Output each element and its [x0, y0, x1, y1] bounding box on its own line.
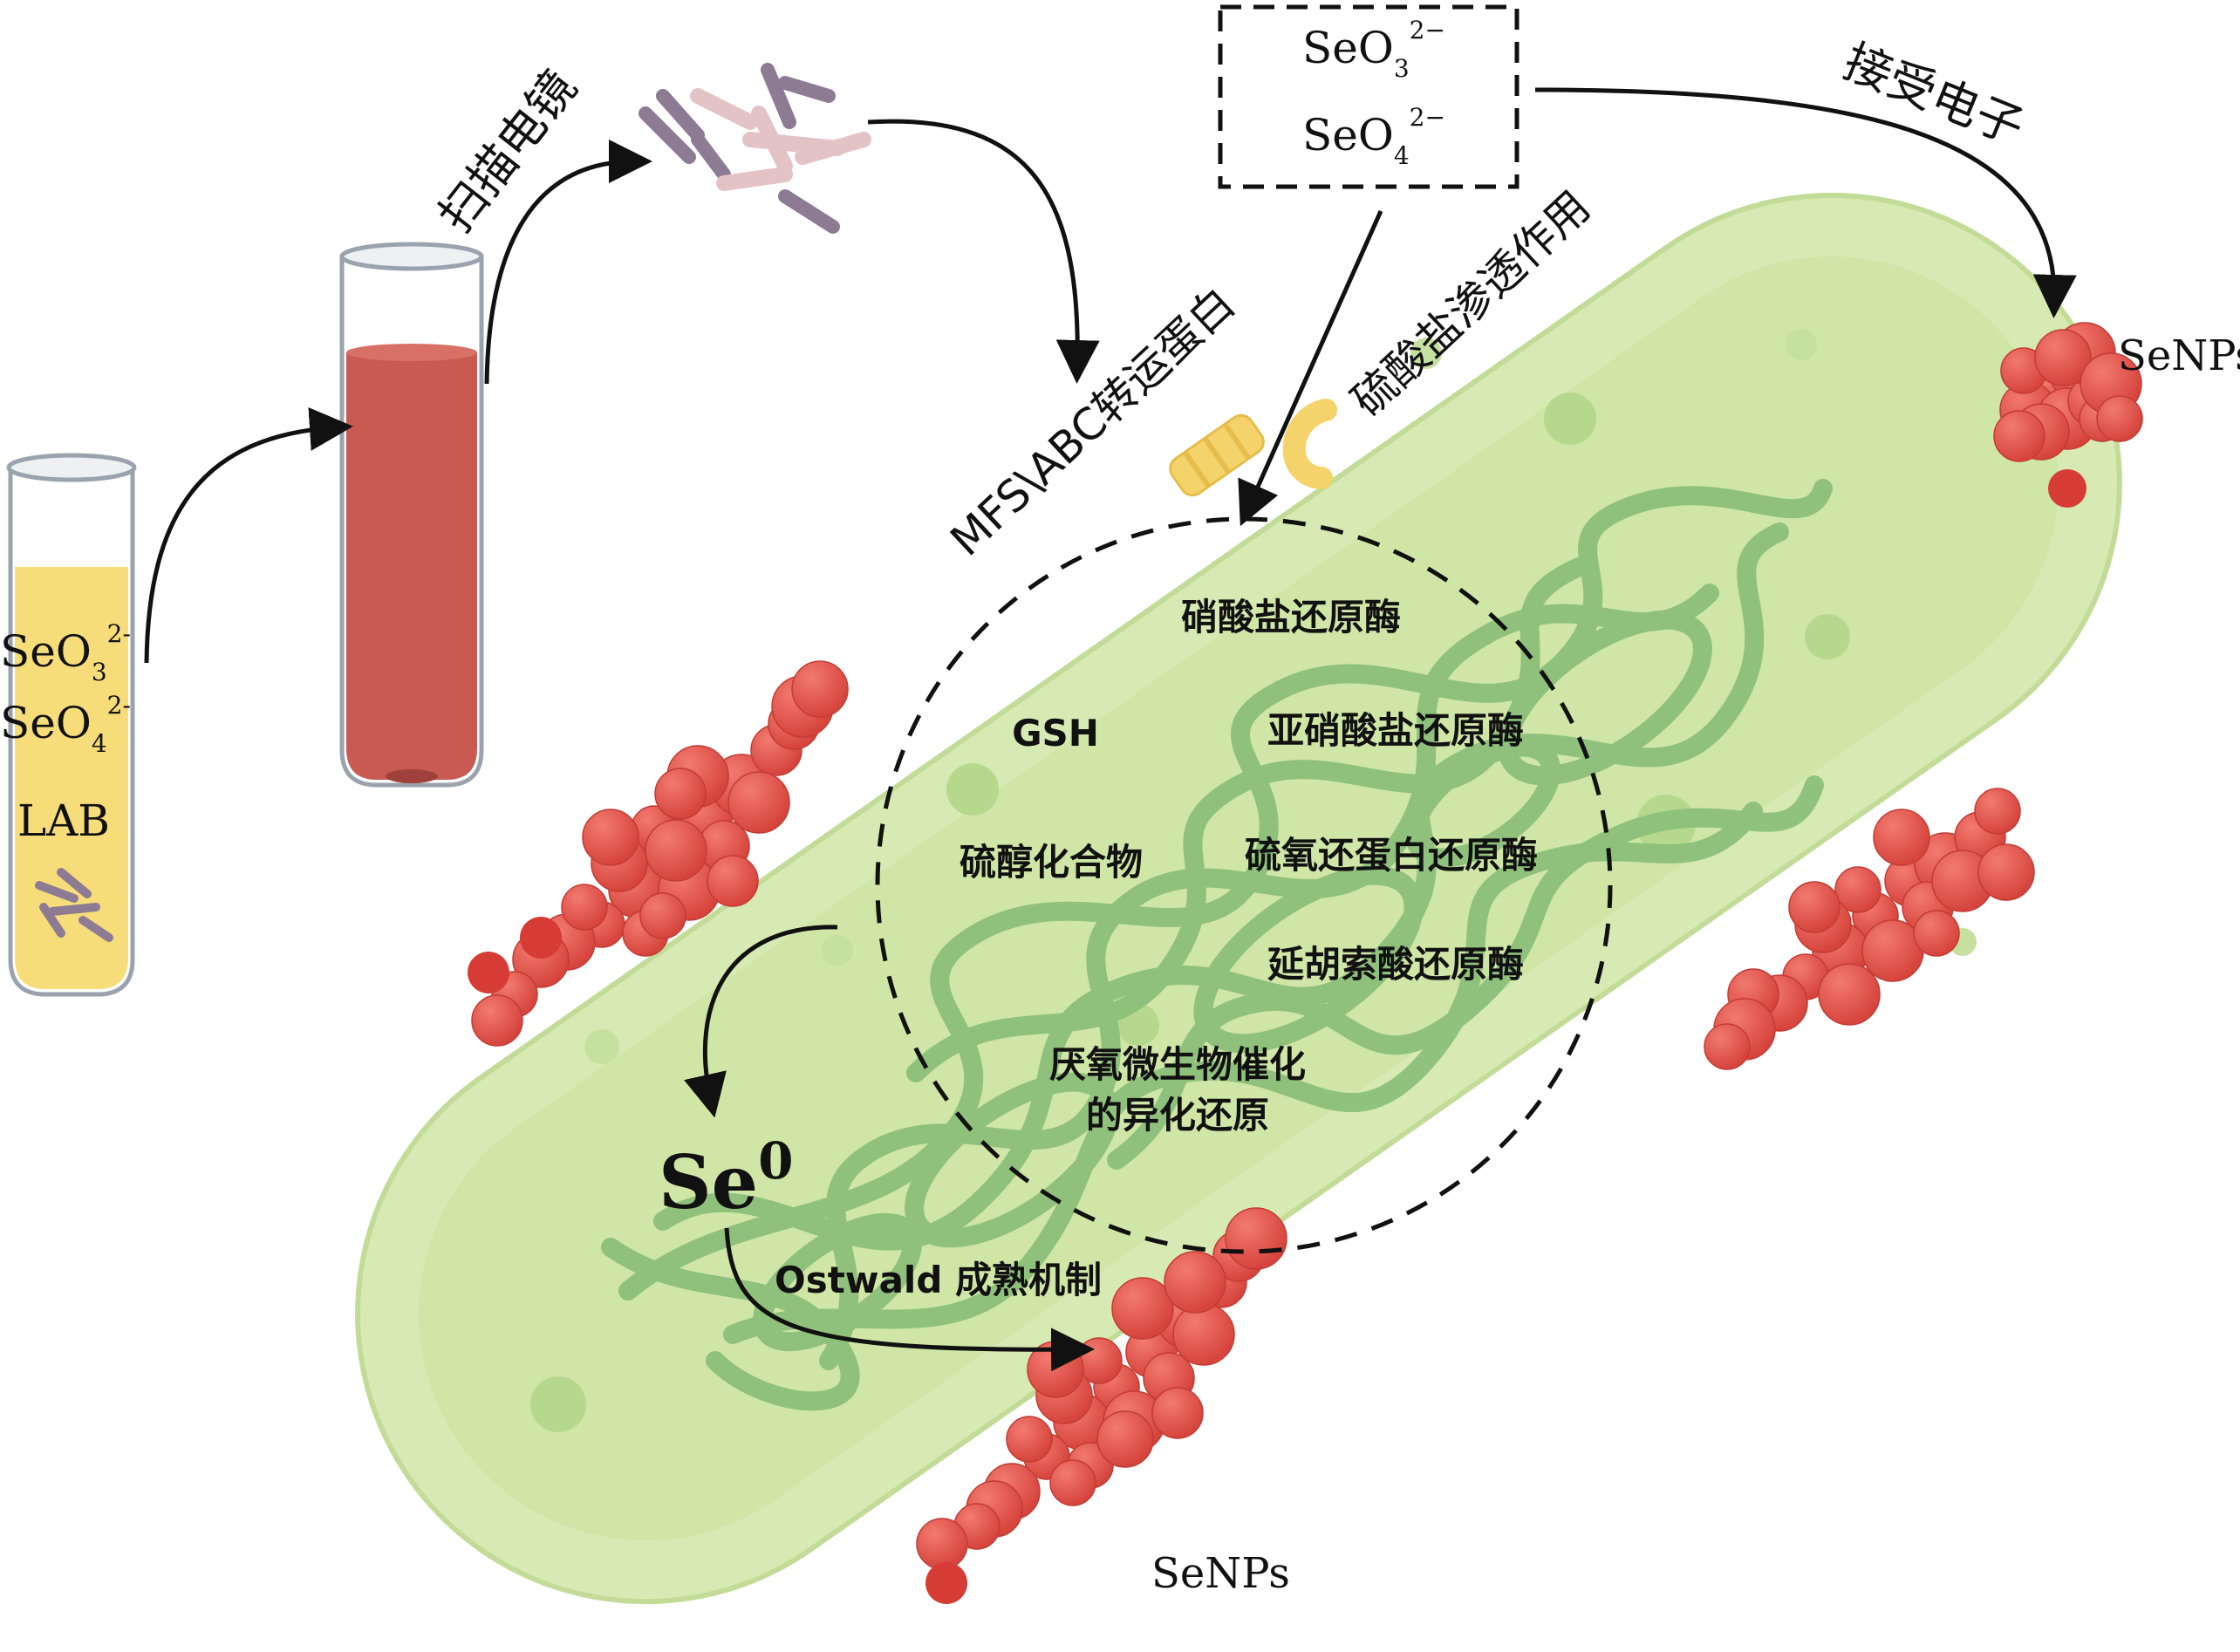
box-ion-selenite-charge: 2− [1410, 16, 1445, 44]
lab-tube-labels: SeO32- SeO42- LAB [0, 619, 131, 846]
nanoparticle [1974, 788, 2021, 835]
arrow-ions-into-cell [1238, 209, 1383, 527]
selenium-nanoparticle-clusters [468, 322, 2143, 1604]
nanoparticle [520, 917, 562, 959]
tube-ion-selenate-sub: 4 [92, 729, 107, 758]
label-se0-base: Se [659, 1139, 758, 1225]
nanoparticle [1111, 1277, 1174, 1340]
nanoparticle [1873, 809, 1930, 866]
nanoparticle [1225, 1207, 1287, 1270]
tube-ion-selenate-base: SeO [0, 698, 92, 748]
svg-text:SeO32-: SeO32- [0, 619, 131, 686]
nanoparticle [654, 768, 707, 820]
enzyme-anaerobic-line2: 的异化还原 [1086, 1094, 1269, 1137]
label-mfs-abc-transporter: MFS\ABC转运蛋白 [941, 277, 1245, 565]
label-scan-em: 扫描电镜 [428, 60, 588, 242]
nanoparticle [1977, 843, 2035, 901]
enzyme-nitrate-reductase: 硝酸盐还原酶 [1181, 596, 1401, 638]
label-senps-top: SeNPs [2118, 331, 2240, 380]
arrow-reduction-to-se0 [684, 925, 838, 1118]
tube-ion-selenite-charge: 2- [107, 619, 131, 648]
nanoparticle [2034, 329, 2092, 386]
box-ion-labels: SeO32− SeO42− [1302, 16, 1445, 170]
nanoparticle [1172, 1303, 1235, 1366]
nanoparticle [1913, 910, 1960, 957]
nanoparticle [2096, 395, 2143, 442]
selenium-ions-box [1218, 4, 1520, 189]
sulfate-permease-icon [1282, 399, 1337, 489]
test-tube-lab [6, 453, 137, 997]
cluster-left [471, 660, 849, 1047]
nanoparticle [1834, 866, 1881, 913]
nanoparticle [925, 1562, 967, 1604]
label-senps-bottom: SeNPs [1151, 1549, 1290, 1598]
cluster-top-right [1993, 322, 2143, 462]
box-ion-selenate-sub: 4 [1394, 141, 1410, 170]
mfs-abc-transporter-icon [1169, 413, 1265, 497]
process-arrows [144, 87, 2077, 1372]
nanoparticle [1788, 881, 1840, 933]
nanoparticle [471, 994, 523, 1047]
tube-ion-selenate-charge: 2- [107, 691, 131, 720]
enzyme-anaerobic-line1: 厌氧微生物催化 [1049, 1043, 1306, 1086]
enzyme-thiol-compounds: 硫醇化合物 [960, 841, 1143, 884]
nanoparticle [645, 819, 707, 882]
nanoparticle [1096, 1410, 1154, 1468]
box-ion-selenate-base: SeO [1302, 110, 1394, 160]
nanoparticle [2048, 469, 2086, 508]
enzyme-list: 硝酸盐还原酶 GSH 亚硝酸盐还原酶 硫醇化合物 硫氧还蛋白还原酶 延胡索酸还原… [960, 596, 1538, 1137]
svg-text:SeO42-: SeO42- [0, 691, 131, 758]
arrow-lab-to-red-tube [144, 407, 353, 664]
lab-bacteria-cluster-icon [35, 868, 113, 942]
reduction-zone-circle [875, 516, 1613, 1254]
tube-ion-selenite-base: SeO [0, 626, 92, 677]
svg-text:SeO42−: SeO42− [1302, 103, 1445, 170]
box-ion-selenite-base: SeO [1302, 23, 1394, 73]
enzyme-gsh: GSH [1012, 712, 1099, 754]
svg-text:SeO32−: SeO32− [1302, 16, 1445, 83]
box-ion-selenate-charge: 2− [1410, 103, 1445, 132]
nanoparticle [916, 1518, 968, 1570]
nanoparticle [1049, 1459, 1096, 1506]
nanoparticle [582, 809, 639, 866]
nanoparticle [1704, 1023, 1751, 1070]
nanoparticle [561, 884, 608, 931]
cluster-right [1704, 788, 2035, 1070]
nanoparticle [1993, 410, 2045, 462]
dna-nucleoid [601, 479, 1833, 1411]
arrow-sem-to-cell [867, 119, 1100, 384]
lab-label: LAB [17, 795, 110, 846]
sem-image-icon [639, 63, 871, 234]
label-ostwald: Ostwald 成熟机制 [775, 1259, 1102, 1301]
arrow-red-tube-to-sem [484, 140, 652, 385]
nanoparticle [468, 952, 509, 993]
nanoparticle [1151, 1387, 1204, 1439]
enzyme-thioredoxin-reductase: 硫氧还蛋白还原酶 [1245, 834, 1538, 877]
enzyme-nitrite-reductase: 亚硝酸盐还原酶 [1267, 709, 1524, 752]
test-tube-red [339, 242, 484, 788]
nanoparticle [791, 660, 849, 718]
arrow-accept-electrons [1534, 87, 2077, 318]
box-ion-selenite-sub: 3 [1394, 54, 1410, 83]
nanoparticle [1006, 1416, 1053, 1463]
svg-text:Se0: Se0 [659, 1131, 793, 1225]
tube-ion-selenite-sub: 3 [92, 658, 107, 686]
nanoparticle [727, 771, 790, 834]
nanoparticle [707, 855, 759, 907]
nanoparticle [1164, 1251, 1226, 1314]
arrow-ostwald-ripening [724, 1227, 1095, 1372]
enzyme-fumarate-reductase: 延胡索酸还原酶 [1267, 943, 1524, 986]
nanoparticle [1818, 963, 1881, 1026]
nanoparticle [639, 892, 686, 939]
label-se0-sup: 0 [758, 1131, 793, 1191]
